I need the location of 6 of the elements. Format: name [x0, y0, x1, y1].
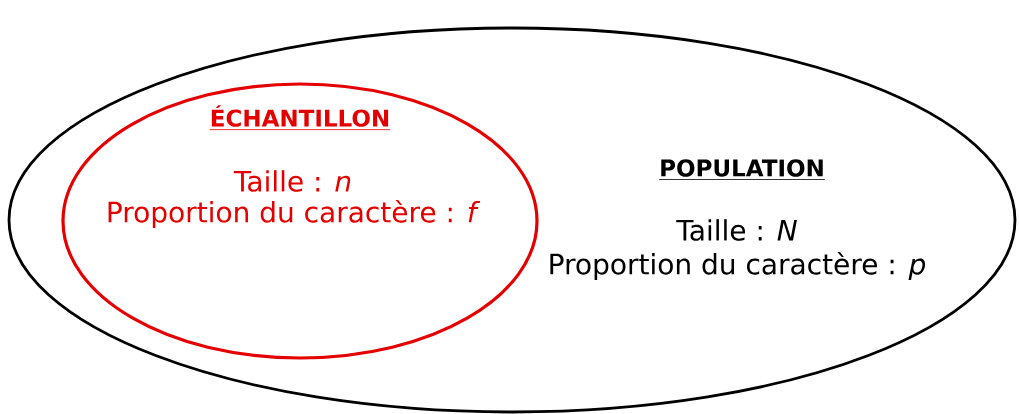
heading: POPULATION	[658, 159, 826, 180]
node-text: Taille : N	[676, 219, 797, 241]
node-text: Proportion du caractère : p	[550, 251, 926, 281]
node-text: Taille : n	[233, 170, 351, 192]
heading: ÉCHANTILLON	[209, 105, 391, 131]
node-text: Proportion du caractère : f	[108, 199, 481, 229]
